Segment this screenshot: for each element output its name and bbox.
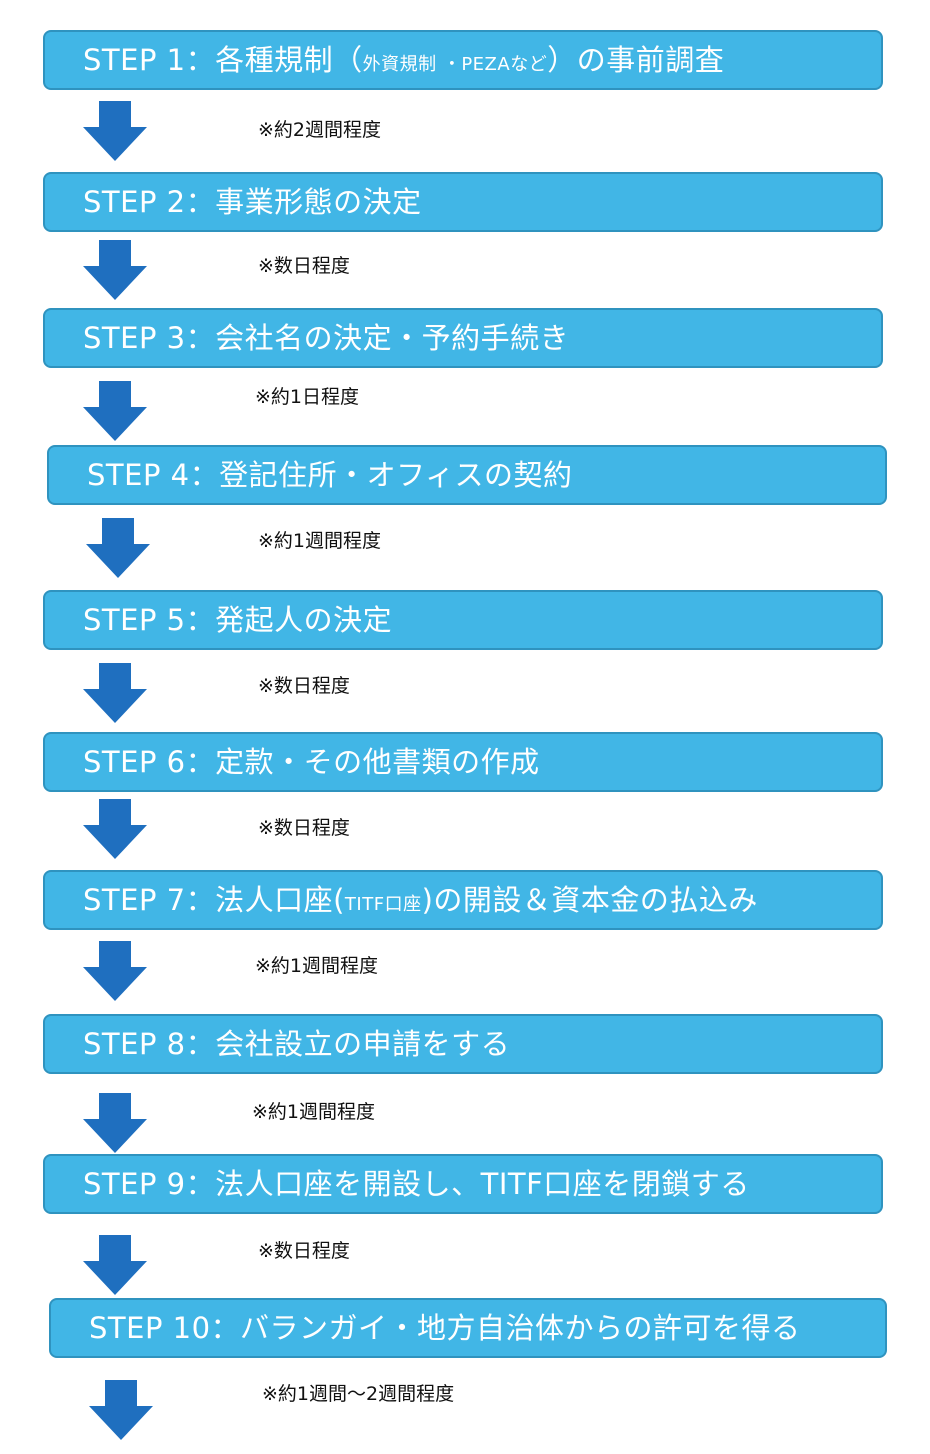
step-9-box: STEP 9：法人口座を開設し、TITF口座を閉鎖する (43, 1154, 883, 1214)
step-7-label: STEP 7：法人口座(TITF口座)の開設＆資本金の払込み (83, 882, 758, 917)
step-5-label: STEP 5：発起人の決定 (83, 602, 393, 637)
step-10-box: STEP 10：バランガイ・地方自治体からの許可を得る (49, 1298, 887, 1358)
step-10-duration: ※約1週間〜2週間程度 (262, 1383, 455, 1405)
step-6-box: STEP 6：定款・その他書類の作成 (43, 732, 883, 792)
arrow-down-icon (83, 1235, 147, 1295)
step-7-box: STEP 7：法人口座(TITF口座)の開設＆資本金の払込み (43, 870, 883, 930)
step-1-box: STEP 1：各種規制（外資規制 ・PEZAなど）の事前調査 (43, 30, 883, 90)
step-8-box: STEP 8：会社設立の申請をする (43, 1014, 883, 1074)
step-4-box: STEP 4：登記住所・オフィスの契約 (47, 445, 887, 505)
arrow-down-icon (89, 1380, 153, 1440)
step-1-duration: ※約2週間程度 (258, 119, 382, 141)
step-3-label: STEP 3：会社名の決定・予約手続き (83, 320, 570, 355)
step-3-box: STEP 3：会社名の決定・予約手続き (43, 308, 883, 368)
step-9-label: STEP 9：法人口座を開設し、TITF口座を閉鎖する (83, 1166, 750, 1201)
step-3-duration: ※約1日程度 (255, 386, 360, 408)
arrow-down-icon (83, 799, 147, 859)
step-4-label: STEP 4：登記住所・オフィスの契約 (87, 457, 573, 492)
step-2-label: STEP 2：事業形態の決定 (83, 184, 422, 219)
step-5-box: STEP 5：発起人の決定 (43, 590, 883, 650)
arrow-down-icon (86, 518, 150, 578)
step-9-duration: ※数日程度 (258, 1240, 350, 1262)
step-2-box: STEP 2：事業形態の決定 (43, 172, 883, 232)
arrow-down-icon (83, 240, 147, 300)
step-6-label: STEP 6：定款・その他書類の作成 (83, 744, 540, 779)
arrow-down-icon (83, 381, 147, 441)
step-8-label: STEP 8：会社設立の申請をする (83, 1026, 511, 1061)
step-6-duration: ※数日程度 (258, 817, 350, 839)
step-8-duration: ※約1週間程度 (252, 1101, 376, 1123)
step-5-duration: ※数日程度 (258, 675, 350, 697)
arrow-down-icon (83, 1093, 147, 1153)
step-2-duration: ※数日程度 (258, 255, 350, 277)
step-10-label: STEP 10：バランガイ・地方自治体からの許可を得る (89, 1310, 801, 1345)
arrow-down-icon (83, 941, 147, 1001)
arrow-down-icon (83, 101, 147, 161)
step-7-duration: ※約1週間程度 (255, 955, 379, 977)
step-1-label: STEP 1：各種規制（外資規制 ・PEZAなど）の事前調査 (83, 42, 725, 77)
arrow-down-icon (83, 663, 147, 723)
step-4-duration: ※約1週間程度 (258, 530, 382, 552)
